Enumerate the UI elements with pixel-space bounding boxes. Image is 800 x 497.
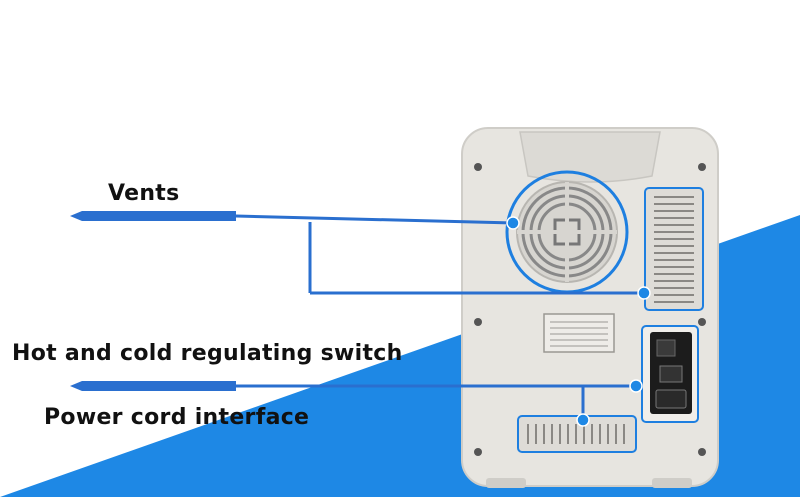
vents-pointer-head xyxy=(70,211,236,221)
foot-left xyxy=(486,478,526,488)
fan-vent xyxy=(505,170,629,294)
screw-mid-right xyxy=(698,318,706,326)
callout-lines xyxy=(70,211,651,427)
switch-dot xyxy=(629,379,643,393)
foot-right xyxy=(652,478,692,488)
control-panel xyxy=(641,325,699,423)
bottom-vent xyxy=(517,415,637,453)
switch-pointer-head xyxy=(70,381,236,391)
vents-dot-fan xyxy=(506,216,520,230)
screw-top-left xyxy=(474,163,482,171)
spec-sticker xyxy=(543,313,615,353)
handle-recess xyxy=(519,131,661,183)
vents-label: Vents xyxy=(108,181,180,206)
bottom-vent-dot xyxy=(576,413,590,427)
screw-mid-left xyxy=(474,318,482,326)
side-vent xyxy=(644,187,704,311)
switch-label: Hot and cold regulating switch xyxy=(12,341,403,366)
screw-top-right xyxy=(698,163,706,171)
mini-fridge xyxy=(461,127,719,488)
vents-line xyxy=(235,214,514,225)
screw-bot-left xyxy=(474,448,482,456)
screw-bot-right xyxy=(698,448,706,456)
power-cord-label: Power cord interface xyxy=(44,405,310,430)
vents-dot-side xyxy=(637,286,651,300)
